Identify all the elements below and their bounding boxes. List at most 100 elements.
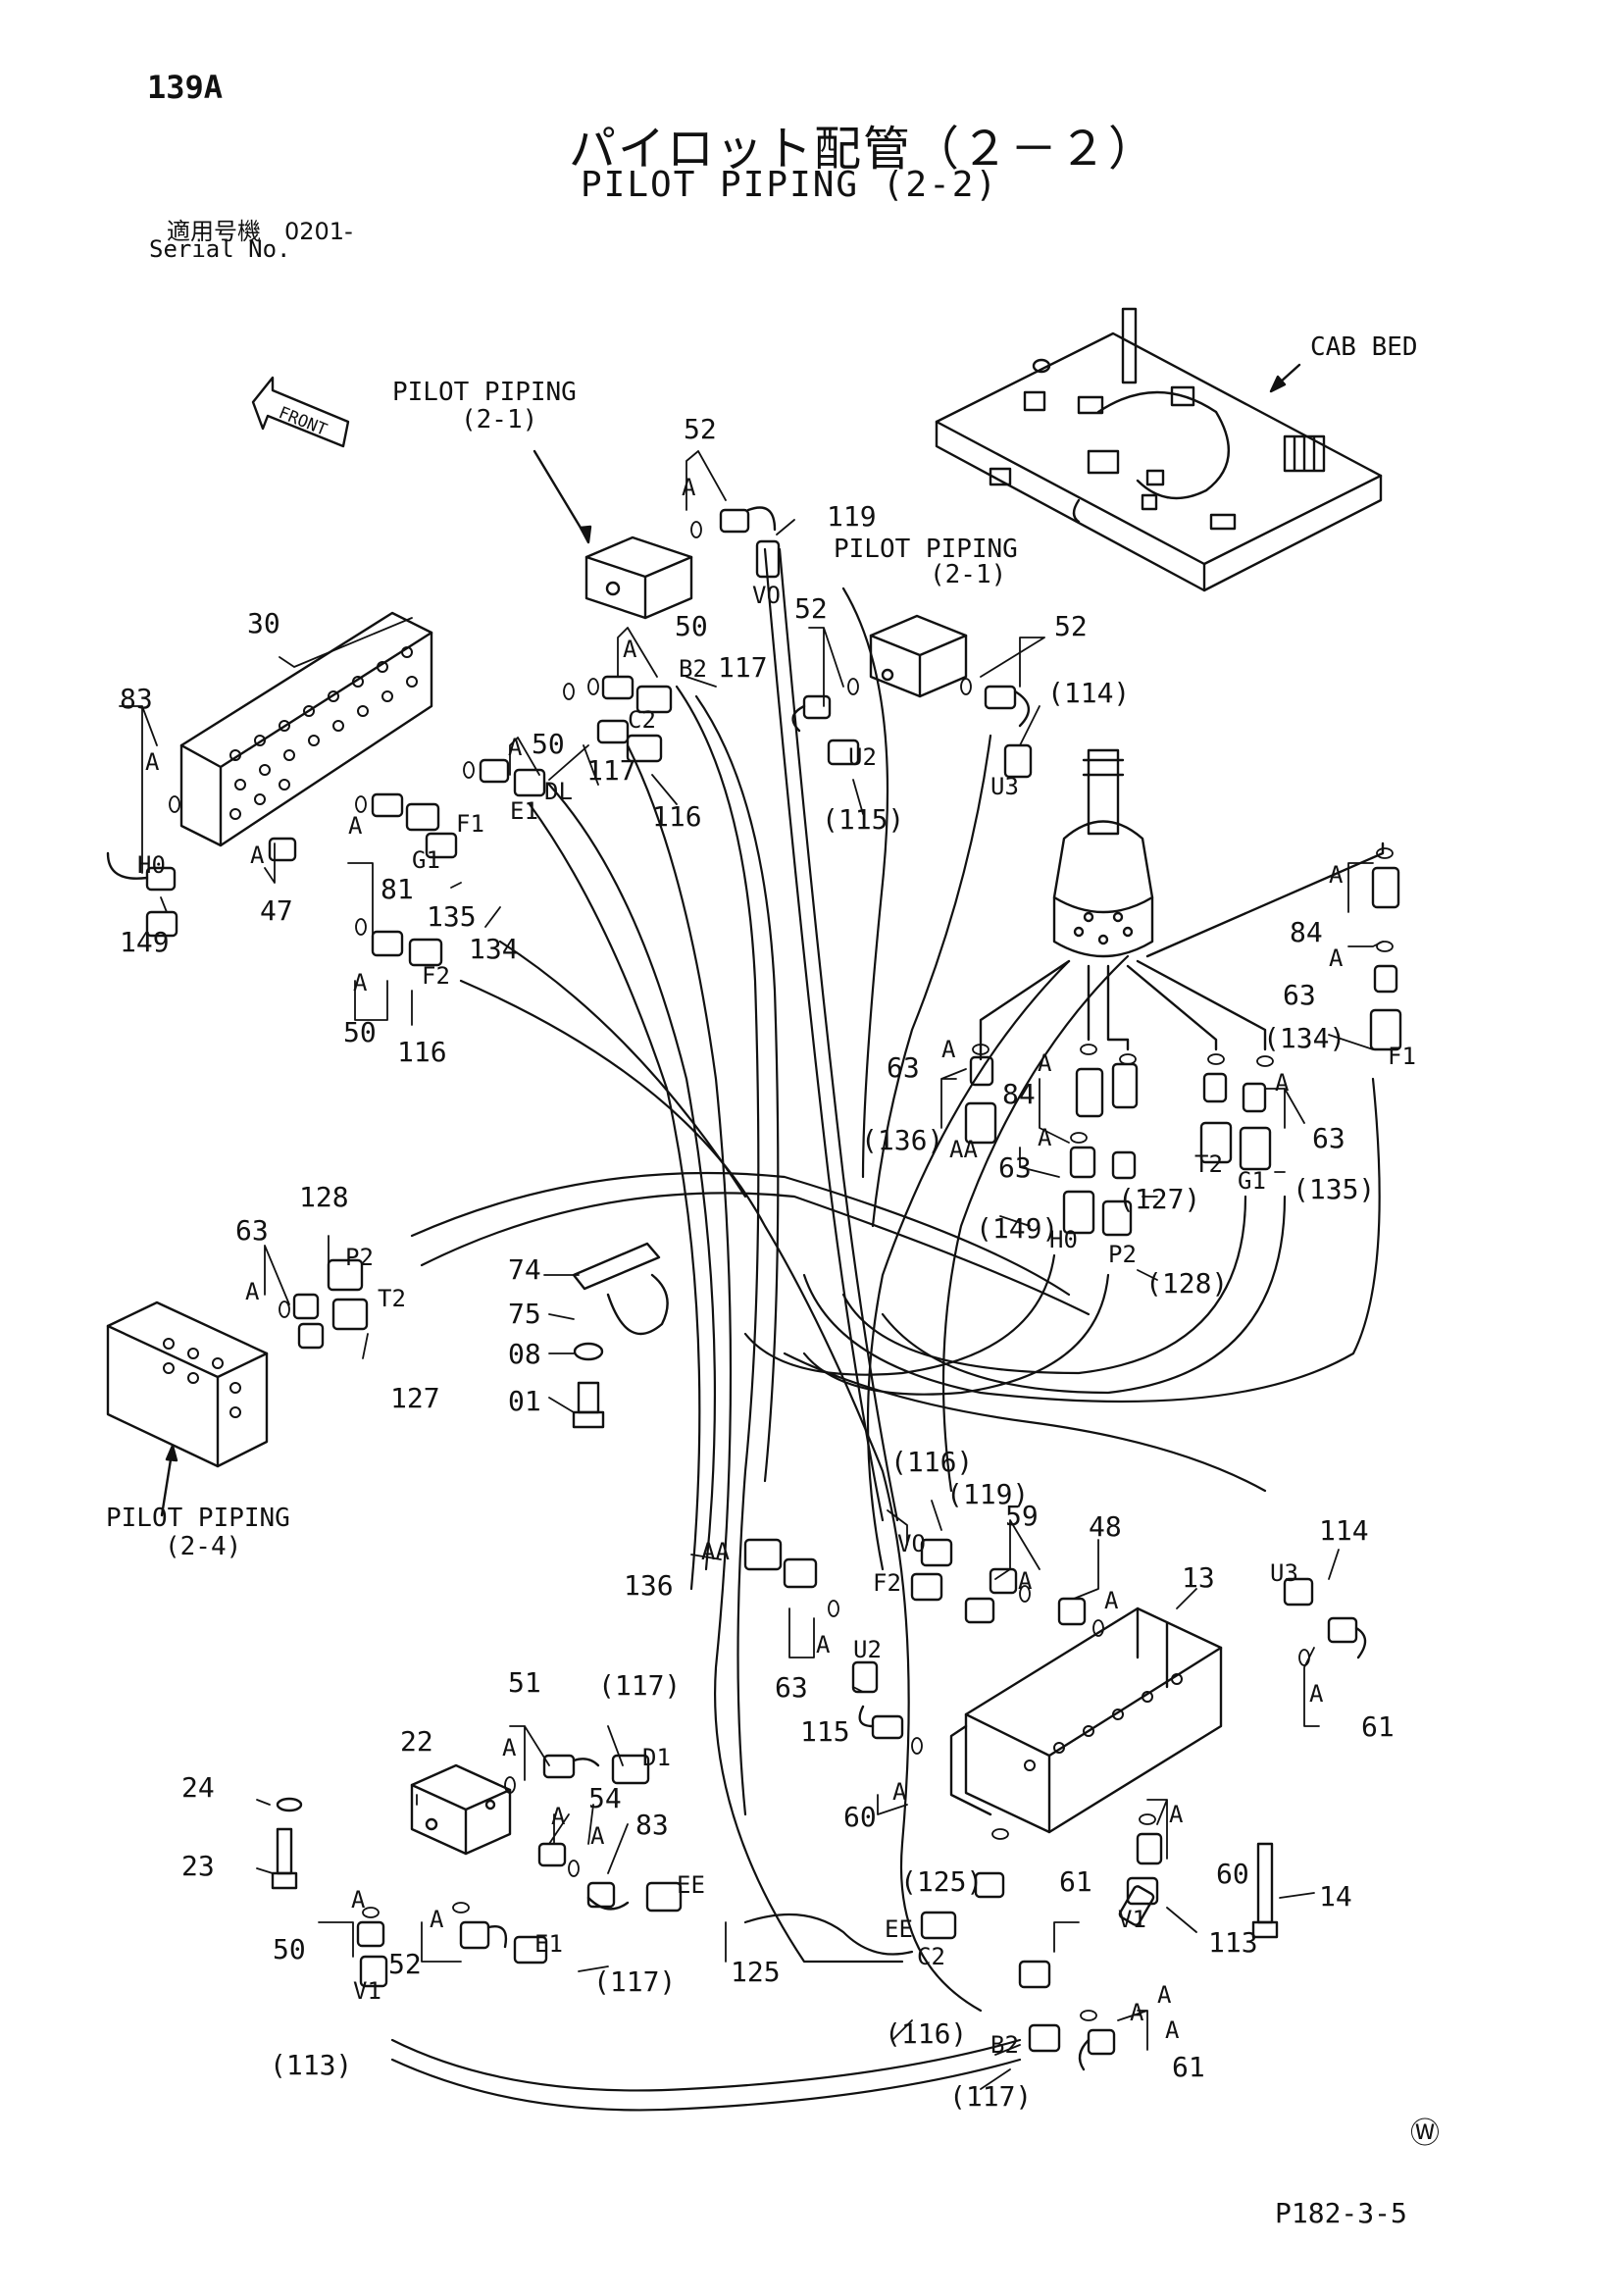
port-code-label-u3b: U3 <box>1270 1559 1298 1587</box>
a-marker: A <box>1309 1680 1324 1708</box>
port-code-label-b2b: B2 <box>990 2031 1019 2059</box>
part-number-label-p116c: (116) <box>890 1446 973 1478</box>
port-code-label-f2: F2 <box>422 962 450 990</box>
part-number-label-p119b: (119) <box>946 1478 1029 1510</box>
port-code-label-t2: T2 <box>1194 1150 1223 1178</box>
leader-lines <box>119 450 1384 2090</box>
a-marker: A <box>245 1278 260 1305</box>
part-number-label-p63a: 63 <box>1283 979 1316 1011</box>
port-code-label-vo: VO <box>752 582 781 609</box>
part-number-label-p134: 134 <box>469 933 519 965</box>
part-number-label-p63c: 63 <box>998 1151 1032 1184</box>
port-code-label-t2b: T2 <box>378 1285 406 1312</box>
part-number-label-p22: 22 <box>400 1725 433 1758</box>
a-marker: A <box>590 1822 605 1850</box>
port-code-label-aa: AA <box>949 1136 978 1163</box>
part-number-label-p135: 135 <box>427 900 477 933</box>
port-code-label-g1b: G1 <box>1238 1167 1266 1195</box>
serial-applicability-japanese: 適用号機 0201- <box>167 218 353 245</box>
part-number-label-p63f: 63 <box>775 1671 808 1704</box>
a-marker: A <box>816 1631 831 1658</box>
port-code-labels: VOB2C2DLE1F1G1H0F2U2U3F1AAT2G1H0P2P2T2AA… <box>137 582 1416 2059</box>
part-number-label-p75: 75 <box>508 1298 541 1330</box>
part-number-label-p08: 08 <box>508 1338 541 1370</box>
callout-texts: CAB BED FRONT PILOT PIPING (2-1) PILOT P… <box>106 332 1418 1561</box>
part-number-label-p83a: 83 <box>120 683 153 715</box>
part-number-label-p136a: (136) <box>861 1124 943 1156</box>
port-code-label-b2: B2 <box>679 655 707 683</box>
part-number-label-p52c: 52 <box>1054 610 1088 642</box>
part-number-label-p52d: 52 <box>388 1948 422 1980</box>
callout-pilot-piping-2-4: PILOT PIPING <box>106 1504 290 1533</box>
a-marker: A <box>1104 1587 1119 1614</box>
part-number-label-p50d: 50 <box>273 1933 306 1965</box>
fittings <box>106 506 1402 2071</box>
port-code-label-p2b: P2 <box>1108 1241 1137 1268</box>
a-marker: A <box>1018 1567 1033 1595</box>
port-code-label-u2: U2 <box>848 743 877 771</box>
block-22 <box>410 1763 512 1856</box>
port-code-label-g1: G1 <box>412 846 440 874</box>
a-marker: A <box>348 812 363 840</box>
port-code-label-h0b: H0 <box>1049 1226 1078 1253</box>
o-rings <box>169 521 1394 2021</box>
pilot-valve-joystick <box>1052 748 1154 958</box>
part-number-label-p84b: 84 <box>1002 1078 1036 1110</box>
pilot-block-2-4 <box>106 1301 269 1517</box>
callout-front: FRONT <box>276 403 330 440</box>
part-number-label-p117e: (117) <box>949 2080 1032 2113</box>
part-number-label-p84a: 84 <box>1290 916 1323 948</box>
a-marker: A <box>682 474 696 501</box>
a-marker: A <box>623 636 637 663</box>
part-number-label-p01: 01 <box>508 1385 541 1417</box>
pilot-block-2-1-a <box>533 449 693 620</box>
a-marker: A <box>1038 1124 1052 1151</box>
port-code-label-v1: V1 <box>353 1977 381 2005</box>
part-number-label-p127a: (127) <box>1118 1183 1200 1215</box>
a-marker: A <box>508 734 523 761</box>
part-number-label-p59: 59 <box>1005 1500 1039 1532</box>
part-number-label-p114a: (114) <box>1047 677 1130 709</box>
port-code-label-dl: DL <box>544 778 573 805</box>
part-number-label-p116b: 116 <box>397 1036 447 1068</box>
part-number-label-p63e: 63 <box>235 1214 269 1247</box>
part-number-label-p83b: 83 <box>635 1809 669 1841</box>
a-marker: A <box>353 969 368 996</box>
callout-pilot-piping-2-1-a-sub: (2-1) <box>461 405 537 434</box>
part-number-label-p117a: 117 <box>718 651 768 684</box>
part-number-label-p54: 54 <box>588 1782 622 1814</box>
callout-pilot-piping-2-1-a: PILOT PIPING <box>392 378 577 407</box>
port-code-label-e1: E1 <box>510 797 538 825</box>
port-code-label-f2b: F2 <box>873 1569 901 1597</box>
part-number-label-p13: 13 <box>1182 1561 1215 1594</box>
port-code-label-p2: P2 <box>345 1244 374 1271</box>
part-number-label-p135b: (135) <box>1293 1173 1375 1205</box>
serial-applicability-english: Serial No. <box>149 235 291 263</box>
part-number-label-p74: 74 <box>508 1253 541 1286</box>
a-marker: A <box>1038 1049 1052 1077</box>
part-number-label-p47: 47 <box>260 894 293 927</box>
part-number-label-p128: 128 <box>299 1181 349 1213</box>
hose-bundle <box>390 547 1381 2112</box>
part-number-label-p52a: 52 <box>684 413 717 445</box>
part-number-label-p50a: 50 <box>675 610 708 642</box>
a-marker: A <box>145 748 160 776</box>
a-marker: A <box>1329 944 1344 972</box>
cab-bed-leader <box>1269 363 1301 393</box>
callout-cab-bed: CAB BED <box>1310 332 1418 362</box>
part-number-label-p63b: 63 <box>887 1051 920 1084</box>
part-number-label-p116a: 116 <box>652 800 702 833</box>
port-code-label-d1b: D1 <box>642 1744 671 1771</box>
part-number-label-p117c: (117) <box>598 1669 681 1702</box>
part-number-label-p50b: 50 <box>532 728 565 760</box>
callout-pilot-piping-2-4-sub: (2-4) <box>165 1532 241 1561</box>
joystick-pilot-lines <box>979 842 1385 1061</box>
part-number-label-p51: 51 <box>508 1666 541 1699</box>
a-marker: A <box>1275 1069 1290 1097</box>
part-number-label-p149b: (149) <box>976 1212 1058 1245</box>
a-marker: A <box>502 1734 517 1761</box>
port-code-label-f1: F1 <box>456 810 484 838</box>
part-number-label-p127: 127 <box>390 1382 440 1414</box>
